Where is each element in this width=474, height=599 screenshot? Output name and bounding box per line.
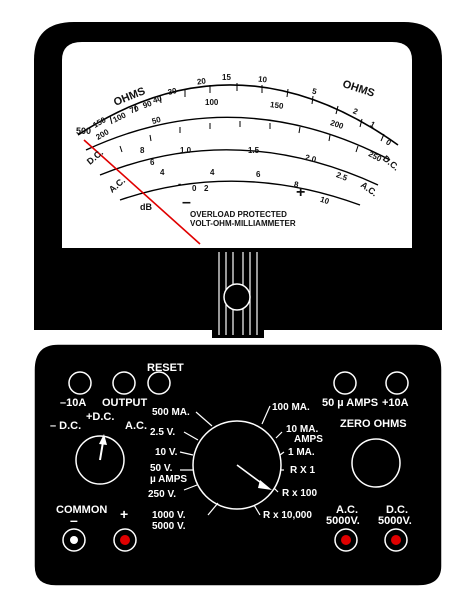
zero-adjust-screw[interactable] — [223, 283, 251, 311]
dc-arc — [85, 116, 391, 161]
jack-common-core — [70, 536, 78, 544]
range-50v: 50 V. — [150, 463, 173, 474]
ac-label: A.C. — [125, 420, 147, 432]
jack-dc-core — [391, 535, 401, 545]
center-scale-minus: - — [178, 179, 182, 190]
common-label: COMMON — [56, 504, 108, 516]
center-scale-4: 4 — [160, 168, 165, 177]
range-1ma: 1 MA. — [288, 447, 315, 458]
50ua-label: 50 µ AMPS — [322, 397, 379, 409]
range-selector-pointer — [236, 464, 265, 486]
db-label: dB — [140, 202, 152, 212]
scale-b-2: 6 — [256, 170, 261, 179]
plus-dc-label: +D.C. — [86, 411, 115, 423]
range-amps: AMPS — [294, 434, 323, 445]
ohms-tick-500: 500 — [76, 126, 92, 136]
center-scale-0: 0 — [192, 184, 197, 193]
jack-plus-core — [120, 535, 130, 545]
db-arc — [119, 180, 361, 206]
mid-tick-100: 100 — [205, 98, 219, 107]
polarity-pointer-tip — [99, 434, 107, 445]
range-500ma: 500 MA. — [152, 407, 190, 418]
meter-needle — [83, 139, 201, 245]
range-rx100: R x 100 — [282, 488, 318, 499]
center-scale-6: 6 — [150, 158, 155, 167]
minus-10a-label: –10A — [60, 397, 87, 409]
meter-title-2: VOLT-OHM-MILLIAMMETER — [190, 219, 296, 228]
ac-arc — [99, 149, 379, 186]
dc-5000v-label-1: D.C. — [386, 504, 408, 516]
ohms-tick-30: 30 — [166, 86, 178, 97]
zero-ohms-knob[interactable] — [351, 438, 401, 488]
plus-jack-sign: + — [120, 506, 129, 522]
meter-plus-sign: + — [296, 184, 306, 201]
ac-5000v-label-1: A.C. — [336, 504, 358, 516]
ohms-tick-15: 15 — [222, 73, 231, 82]
scale-a-1: 1.0 — [180, 146, 192, 155]
reset-button[interactable] — [147, 371, 171, 395]
plus-10a-label: +10A — [382, 397, 409, 409]
jack-50ua[interactable] — [333, 371, 357, 395]
meter-face — [62, 42, 412, 248]
range-250v: 250 V. — [148, 489, 176, 500]
center-scale-8: 8 — [140, 146, 145, 155]
scale-b-1: 4 — [210, 168, 215, 177]
center-scale-2: 2 — [204, 184, 209, 193]
range-pointer-tip — [258, 480, 272, 490]
jack-output[interactable] — [112, 371, 136, 395]
minus-dc-label: – D.C. — [50, 420, 82, 432]
range-rx1: R X 1 — [290, 465, 316, 476]
polarity-knob-pointer — [99, 441, 104, 461]
range-1000v: 1000 V. — [152, 510, 186, 521]
ohms-tick-20: 20 — [196, 76, 207, 87]
ac-5000v-label-2: 5000V. — [326, 515, 360, 527]
range-5000v: 5000 V. — [152, 521, 186, 532]
range-rx10000: R x 10,000 — [263, 510, 312, 521]
range-10v: 10 V. — [155, 447, 178, 458]
range-100ma: 100 MA. — [272, 402, 310, 413]
jack-minus-10a[interactable] — [68, 371, 92, 395]
range-leader-lines — [179, 405, 285, 516]
meter-title-1: OVERLOAD PROTECTED — [190, 210, 287, 219]
mid-tick-150: 150 — [269, 100, 284, 111]
scale-a-2: 1.5 — [248, 146, 260, 155]
ohms-tick-10: 10 — [257, 74, 268, 85]
scale-ticks — [109, 83, 385, 153]
jack-plus-10a[interactable] — [385, 371, 409, 395]
range-10ma: 10 MA. — [286, 424, 319, 435]
dc-5000v-label-2: 5000V. — [378, 515, 412, 527]
jack-ac-core — [341, 535, 351, 545]
range-ua-amps: µ AMPS — [150, 474, 188, 485]
common-sign: – — [70, 512, 78, 528]
range-2-5v: 2.5 V. — [150, 427, 176, 438]
zero-ohms-label: ZERO OHMS — [340, 418, 407, 430]
output-label: OUTPUT — [102, 397, 148, 409]
reset-label: RESET — [147, 362, 184, 374]
meter-minus-sign: – — [182, 194, 191, 211]
